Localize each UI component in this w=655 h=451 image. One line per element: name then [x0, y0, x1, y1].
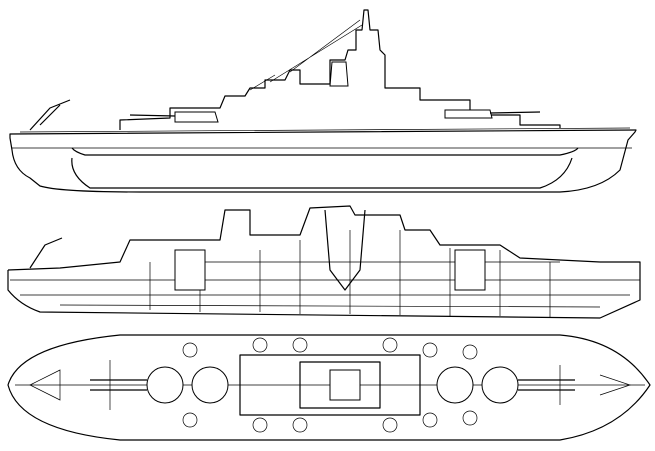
- inboard-profile-view: [7, 205, 641, 319]
- crane: [29, 99, 71, 131]
- hull-section-outline: [7, 261, 641, 319]
- bulge: [71, 157, 573, 189]
- turret-aft: [174, 111, 219, 123]
- barbette-fwd: [454, 249, 486, 291]
- deck-outline: [7, 334, 651, 441]
- bulkheads: [149, 230, 551, 317]
- plan-view: [7, 334, 651, 441]
- crane: [29, 237, 63, 269]
- turret-fwd-plan: [436, 366, 474, 404]
- deck-details: [29, 360, 632, 410]
- turret-fwd-2-plan: [481, 366, 519, 404]
- upper-structure-outline: [7, 205, 601, 271]
- gun-barrels-plan: [90, 379, 575, 391]
- turret-fwd: [444, 109, 493, 119]
- gun-barrel-aft: [129, 114, 176, 117]
- turret-aft-2-plan: [191, 366, 229, 404]
- deck-lines: [10, 261, 640, 308]
- gun-barrel-fwd: [489, 111, 541, 114]
- external-profile-view: [9, 9, 637, 193]
- funnel-uptake: [324, 209, 366, 291]
- superstructure: [119, 9, 561, 130]
- rigging: [249, 19, 363, 91]
- barbette-aft: [174, 249, 206, 291]
- armor-belt: [71, 147, 579, 156]
- funnel: [329, 61, 349, 87]
- turret-aft-plan: [146, 366, 184, 404]
- hull-outline: [9, 129, 637, 193]
- secondary-mounts: [182, 337, 478, 433]
- superstructure-plan: [239, 354, 421, 416]
- deck-line: [19, 127, 631, 133]
- funnel-plan: [329, 369, 361, 401]
